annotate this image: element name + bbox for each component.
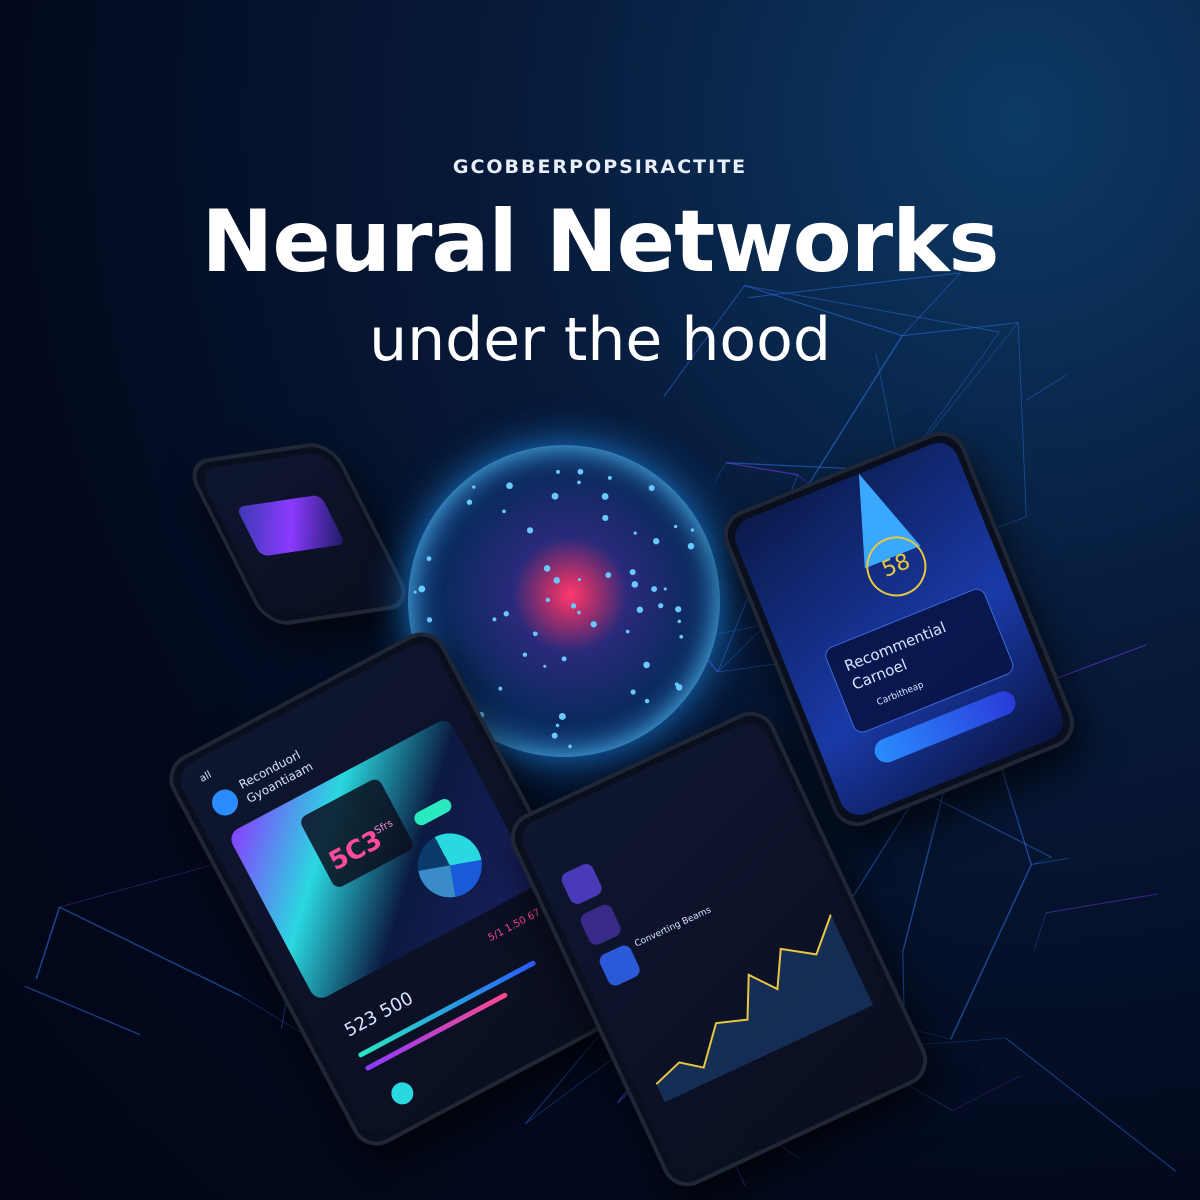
- network-node: [472, 485, 476, 489]
- network-node: [555, 723, 560, 728]
- network-node: [413, 590, 417, 594]
- network-node: [503, 611, 509, 617]
- network-line: [902, 322, 1019, 337]
- network-node: [577, 480, 581, 485]
- network-line: [748, 272, 961, 299]
- network-line: [24, 985, 141, 1036]
- card-caption: Carbitheap: [875, 680, 926, 709]
- network-line: [663, 285, 745, 398]
- network-node: [561, 656, 567, 662]
- network-node: [605, 572, 612, 578]
- network-node: [466, 499, 473, 505]
- network-node: [551, 492, 559, 500]
- network-node: [570, 603, 577, 609]
- network-line: [714, 462, 727, 482]
- network-line: [950, 864, 1033, 1040]
- network-node: [577, 610, 581, 615]
- network-line: [901, 272, 961, 336]
- network-node: [568, 744, 572, 749]
- network-node: [526, 527, 534, 534]
- network-line: [1031, 857, 1052, 865]
- network-line: [744, 285, 1000, 333]
- network-node: [577, 577, 582, 582]
- network-node: [625, 629, 630, 634]
- avatar: [207, 784, 243, 821]
- network-node: [506, 482, 513, 490]
- network-node: [502, 509, 506, 514]
- brand-label: GCOBBERPOPSIRACTITE: [452, 156, 748, 178]
- network-node: [658, 603, 664, 609]
- network-node: [577, 468, 584, 475]
- page-title: Neural Networks: [201, 192, 999, 292]
- network-node: [551, 732, 558, 739]
- network-node: [426, 617, 433, 623]
- network-node: [607, 475, 612, 480]
- network-node: [558, 712, 566, 720]
- network-line: [726, 462, 798, 476]
- network-node: [644, 698, 650, 704]
- line-chart: [655, 914, 874, 1103]
- network-node: [492, 617, 497, 622]
- network-node: [630, 689, 636, 695]
- side-value: 5/1 1.50 67: [486, 907, 543, 944]
- network-node: [498, 686, 503, 691]
- network-node: [690, 528, 695, 532]
- network-line: [1045, 893, 1158, 914]
- network-node: [545, 597, 551, 603]
- network-line: [59, 859, 232, 908]
- network-node: [418, 585, 426, 593]
- network-node: [601, 493, 609, 500]
- network-line: [1005, 1037, 1177, 1172]
- network-line: [1017, 322, 1027, 517]
- network-node: [633, 531, 637, 535]
- network-node: [653, 538, 660, 545]
- network-node: [675, 684, 683, 691]
- network-line: [525, 1048, 627, 1125]
- signal-indicator: all: [197, 769, 214, 785]
- home-button-icon[interactable]: [387, 1078, 418, 1109]
- network-line: [744, 284, 903, 337]
- network-node: [687, 542, 695, 550]
- chart-label: Converting Beams: [633, 905, 713, 950]
- list-item[interactable]: [597, 942, 643, 989]
- network-node: [673, 524, 678, 529]
- network-node: [631, 581, 639, 588]
- list-item[interactable]: [559, 861, 605, 907]
- network-line: [59, 906, 242, 997]
- network-node: [556, 469, 560, 474]
- pie-chart: [406, 822, 494, 909]
- network-line: [1033, 912, 1047, 951]
- network-line: [952, 1075, 1020, 1111]
- network-node: [663, 587, 667, 591]
- network-node: [643, 661, 650, 669]
- network-node: [648, 484, 655, 492]
- network-node: [651, 586, 658, 592]
- network-node: [532, 631, 538, 637]
- network-line: [35, 906, 61, 980]
- network-node: [522, 652, 528, 657]
- network-node: [679, 634, 684, 639]
- network-node: [426, 556, 432, 562]
- network-node: [602, 514, 609, 522]
- list-item[interactable]: [578, 902, 624, 948]
- network-line: [1026, 374, 1067, 401]
- phone-center-screen: Converting Beams: [515, 716, 923, 1182]
- network-node: [675, 606, 682, 613]
- network-node: [629, 569, 636, 576]
- network-line: [1031, 857, 1069, 865]
- network-node: [677, 619, 682, 624]
- big-unit: Sfrs: [372, 818, 395, 837]
- network-node: [636, 606, 644, 613]
- phone-center: Converting Beams: [502, 703, 936, 1195]
- network-node: [543, 664, 547, 668]
- network-node: [543, 565, 551, 572]
- network-node: [553, 577, 561, 584]
- page-subtitle: under the hood: [369, 305, 831, 375]
- network-node: [590, 621, 597, 628]
- value-card: 5C3 Sfrs: [298, 776, 416, 890]
